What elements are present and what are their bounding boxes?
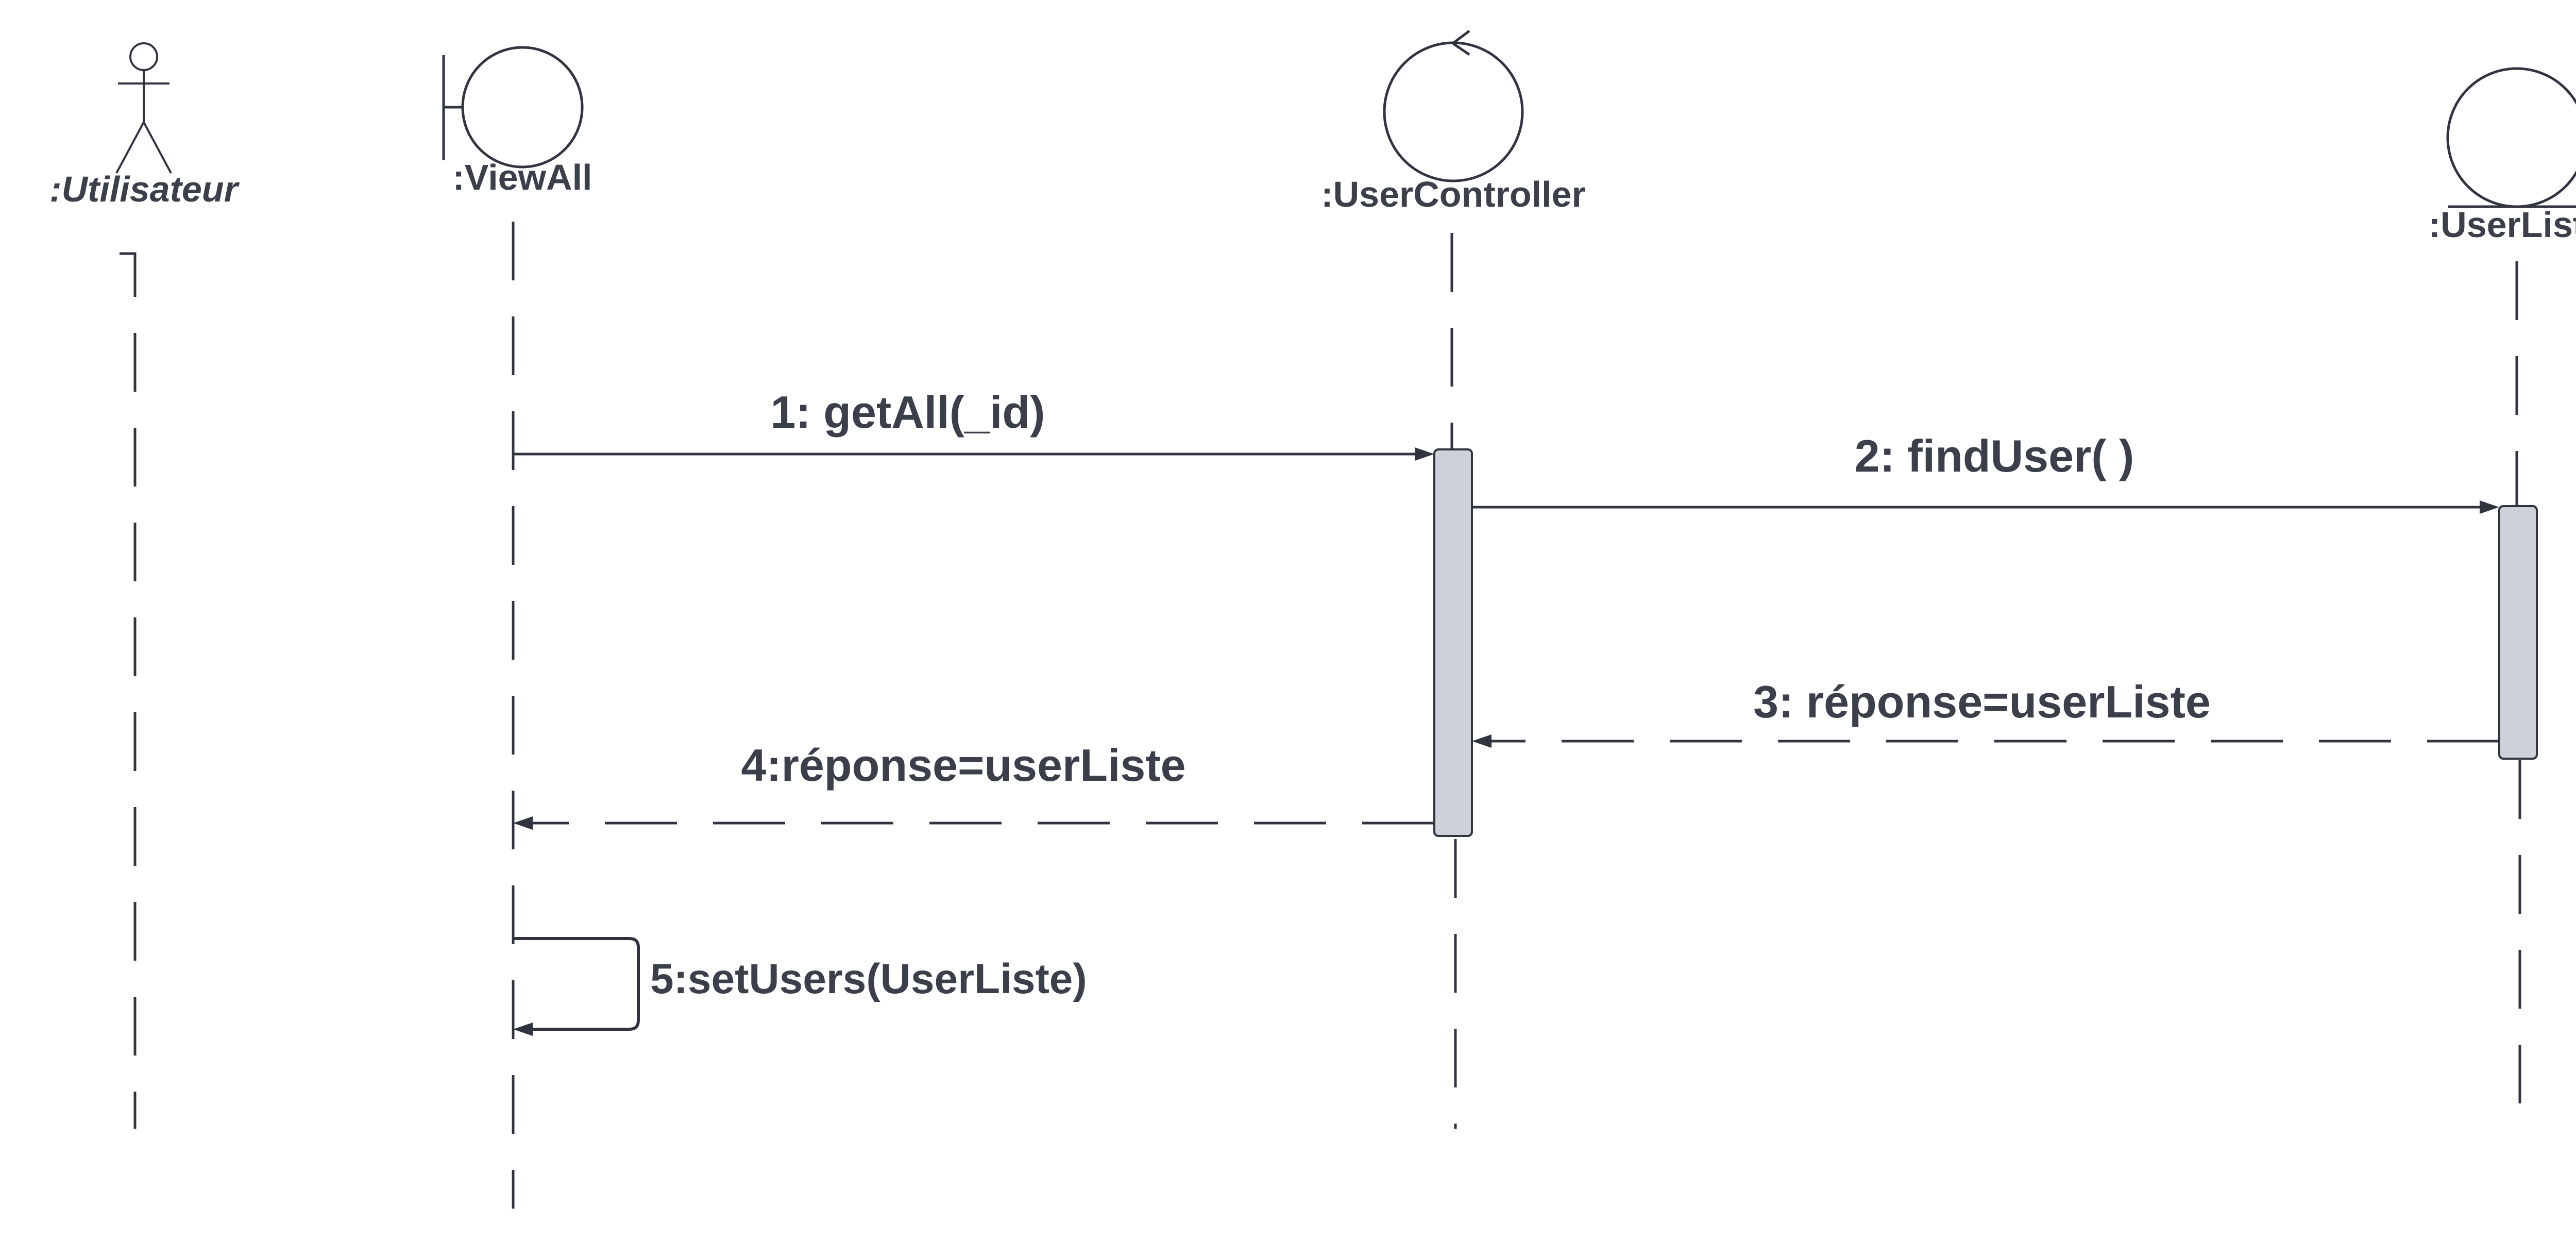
- arrowhead-icon: [1472, 734, 1492, 748]
- message-1-getall: 1: getAll(_id): [513, 387, 1434, 461]
- participant-userliste: :UserListe: [2429, 67, 2576, 1129]
- participant-label-viewall: :ViewAll: [452, 157, 592, 197]
- message-1-label: 1: getAll(_id): [771, 387, 1045, 438]
- message-5-arrow-line: [513, 937, 640, 1031]
- message-5-self-call: 5:setUsers(UserListe): [513, 937, 1087, 1036]
- arrowhead-icon: [513, 1023, 533, 1036]
- control-icon: [1383, 30, 1524, 182]
- activation-bar-userliste: [2498, 505, 2538, 760]
- participant-utilisateur: :Utilisateur: [49, 42, 240, 1129]
- participant-label-userliste: :UserListe: [2429, 205, 2576, 245]
- participant-usercontroller: :UserController: [1321, 30, 1586, 1129]
- message-4-return: 4:réponse=userListe: [513, 740, 1434, 830]
- message-2-label: 2: findUser( ): [1855, 430, 2134, 481]
- entity-icon: [2446, 67, 2576, 208]
- actor-stick-figure-icon: [115, 42, 172, 174]
- message-4-label: 4:réponse=userListe: [741, 740, 1185, 791]
- activation-bar-usercontroller: [1433, 448, 1473, 837]
- participant-label-usercontroller: :UserController: [1321, 174, 1585, 214]
- message-3-label: 3: réponse=userListe: [1753, 676, 2211, 727]
- message-2-finduser: 2: findUser( ): [1472, 430, 2499, 514]
- boundary-icon: [442, 46, 584, 169]
- lifeline-utilisateur: [120, 252, 137, 1129]
- message-3-return: 3: réponse=userListe: [1472, 676, 2499, 748]
- participant-label-utilisateur: :Utilisateur: [49, 169, 240, 209]
- participant-viewall: :ViewAll: [442, 46, 592, 1209]
- arrowhead-icon: [2480, 500, 2499, 514]
- message-5-label: 5:setUsers(UserListe): [650, 956, 1087, 1002]
- arrowhead-icon: [1415, 447, 1434, 461]
- arrowhead-icon: [513, 816, 533, 830]
